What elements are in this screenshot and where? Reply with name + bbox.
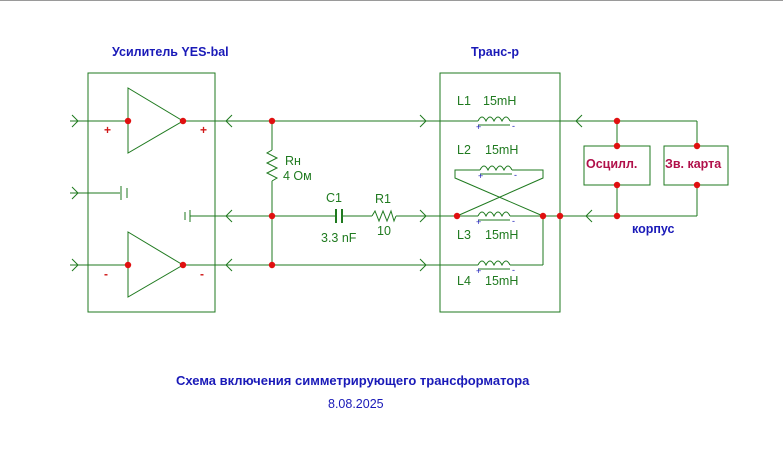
amplifier-title: Усилитель YES-bal	[112, 45, 229, 59]
ground-label: корпус	[632, 222, 675, 236]
resistor-name: R1	[375, 192, 391, 206]
inductor-l2-value: 15mH	[485, 143, 519, 157]
node	[268, 261, 276, 269]
node	[268, 117, 276, 125]
amplifier-lower-triangle	[127, 231, 184, 298]
amplifier-upper-triangle	[127, 87, 184, 154]
transformer-block	[439, 72, 561, 313]
inductor-l3-value: 15mH	[485, 228, 519, 242]
node	[613, 181, 621, 189]
node	[613, 212, 621, 220]
node	[613, 142, 621, 150]
amp-minus-out-mark: -	[200, 267, 204, 281]
l2-plus-mark: +	[478, 171, 484, 181]
amp-plus-in-mark: +	[104, 123, 112, 137]
node	[268, 212, 276, 220]
inductor-l1-name: L1	[457, 94, 471, 108]
node	[453, 212, 461, 220]
inductor-l2-name: L2	[457, 143, 471, 157]
amp-minus-in-mark: -	[104, 267, 108, 281]
transformer-title: Транс-р	[471, 45, 520, 59]
inductor-l1-value: 15mH	[483, 94, 517, 108]
load-value: 4 Ом	[283, 169, 312, 183]
node	[539, 212, 547, 220]
r1-resistor-symbol	[371, 209, 397, 223]
sound-card-label: Зв. карта	[665, 157, 722, 171]
node	[693, 181, 701, 189]
l3-minus-mark: -	[512, 216, 515, 226]
inductor-l3-name: L3	[457, 228, 471, 242]
l2-minus-mark: -	[514, 170, 517, 180]
diagram-caption: Схема включения симметрирующего трансфор…	[176, 373, 530, 388]
node	[124, 117, 132, 125]
load-name: Rн	[285, 154, 301, 168]
node	[179, 117, 187, 125]
l3-plus-mark: +	[476, 217, 482, 227]
inductor-l4-value: 15mH	[485, 274, 519, 288]
node	[124, 261, 132, 269]
load-resistor-symbol	[265, 149, 279, 182]
capacitor-value: 3.3 nF	[321, 231, 357, 245]
l1-minus-mark: -	[512, 121, 515, 131]
oscilloscope-label: Осцилл.	[586, 157, 638, 171]
node	[693, 142, 701, 150]
coil-l2	[479, 165, 513, 172]
top-border-line	[0, 0, 783, 1]
l4-minus-mark: -	[512, 265, 515, 275]
coil-l4	[477, 260, 511, 267]
diagram-date: 8.08.2025	[328, 397, 384, 411]
junction-nodes	[124, 117, 701, 269]
node	[179, 261, 187, 269]
amp-plus-out-mark: +	[200, 123, 208, 137]
inductor-l4-name: L4	[457, 274, 471, 288]
terminal-arrows	[71, 114, 593, 272]
l1-plus-mark: +	[476, 122, 482, 132]
l4-plus-mark: +	[476, 266, 482, 276]
node	[556, 212, 564, 220]
node	[613, 117, 621, 125]
coil-l1	[477, 116, 511, 123]
resistor-value: 10	[377, 224, 391, 238]
capacitor-name: C1	[326, 191, 342, 205]
coil-l3	[477, 211, 511, 218]
